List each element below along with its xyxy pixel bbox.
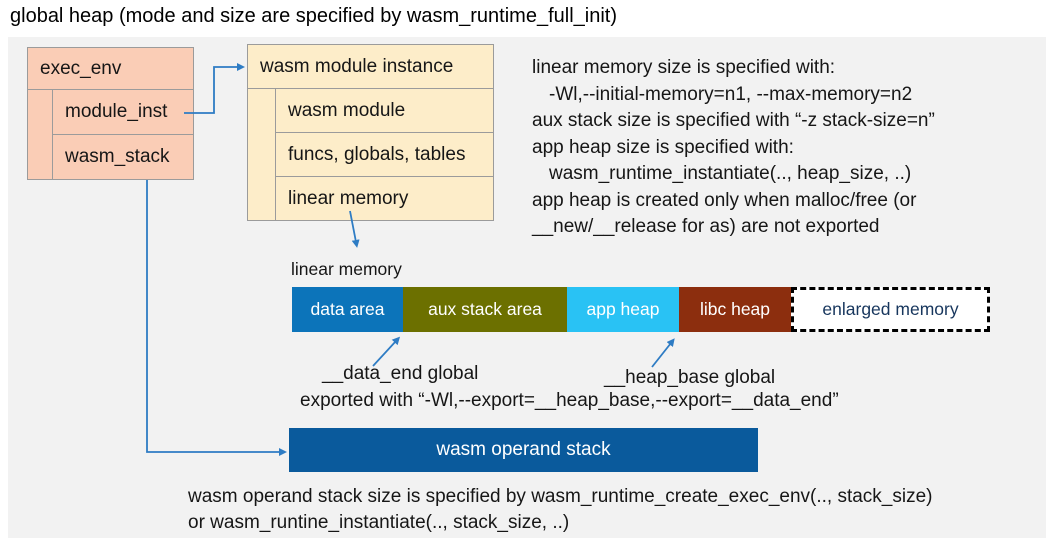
note-line: wasm operand stack size is specified by … <box>188 486 933 507</box>
module-instance-rows: wasm module funcs, globals, tables linea… <box>276 89 493 220</box>
exported-with-label: exported with “-Wl,--export=__heap_base,… <box>300 390 839 411</box>
segment-libc-heap: libc heap <box>679 287 791 332</box>
segment-aux-stack-area: aux stack area <box>403 287 567 332</box>
note-line: app heap size is specified with: <box>532 136 794 158</box>
note-line: __new/__release for as) are not exported <box>532 216 880 237</box>
exec-env-gutter <box>28 90 53 179</box>
exec-env-box: exec_env module_inst wasm_stack <box>27 47 194 180</box>
size-notes: linear memory size is specified with: -W… <box>532 55 1044 241</box>
exec-env-row-module-inst: module_inst <box>53 90 193 135</box>
module-instance-row-wasm-module: wasm module <box>276 89 493 133</box>
note-line: wasm_runtime_instantiate(.., heap_size, … <box>549 163 912 184</box>
note-line: linear memory size is specified with: <box>532 57 836 78</box>
module-instance-gutter <box>248 89 276 220</box>
note-line: aux stack size is specified with “-z sta… <box>532 110 935 131</box>
operand-stack-note: wasm operand stack size is specified by … <box>188 484 933 536</box>
linear-memory-bar: data area aux stack area app heap libc h… <box>292 287 990 332</box>
module-instance-row-funcs-globals-tables: funcs, globals, tables <box>276 133 493 177</box>
exec-env-rows: module_inst wasm_stack <box>53 90 193 179</box>
segment-data-area: data area <box>292 287 403 332</box>
note-line: app heap is created only when malloc/fre… <box>532 189 917 211</box>
module-instance-box: wasm module instance wasm module funcs, … <box>247 44 494 221</box>
linear-memory-label: linear memory <box>291 259 402 279</box>
heap-base-global-label: __heap_base global <box>604 367 776 388</box>
page-title: global heap (mode and size are specified… <box>10 5 617 27</box>
module-instance-body: wasm module funcs, globals, tables linea… <box>248 89 493 220</box>
module-instance-row-linear-memory: linear memory <box>288 187 409 209</box>
note-line: -Wl,--initial-memory=n1, --max-memory=n2 <box>549 83 913 105</box>
segment-enlarged-memory: enlarged memory <box>791 287 990 332</box>
note-line: or wasm_runtine_instantiate(.., stack_si… <box>188 512 570 533</box>
wasm-operand-stack-bar: wasm operand stack <box>289 428 758 472</box>
data-end-global-label: __data_end global <box>322 363 479 384</box>
exec-env-header: exec_env <box>28 48 193 90</box>
segment-app-heap: app heap <box>567 287 679 332</box>
exec-env-row-wasm-stack: wasm_stack <box>65 146 170 167</box>
exec-env-body: module_inst wasm_stack <box>28 90 193 179</box>
module-instance-header: wasm module instance <box>248 45 493 89</box>
